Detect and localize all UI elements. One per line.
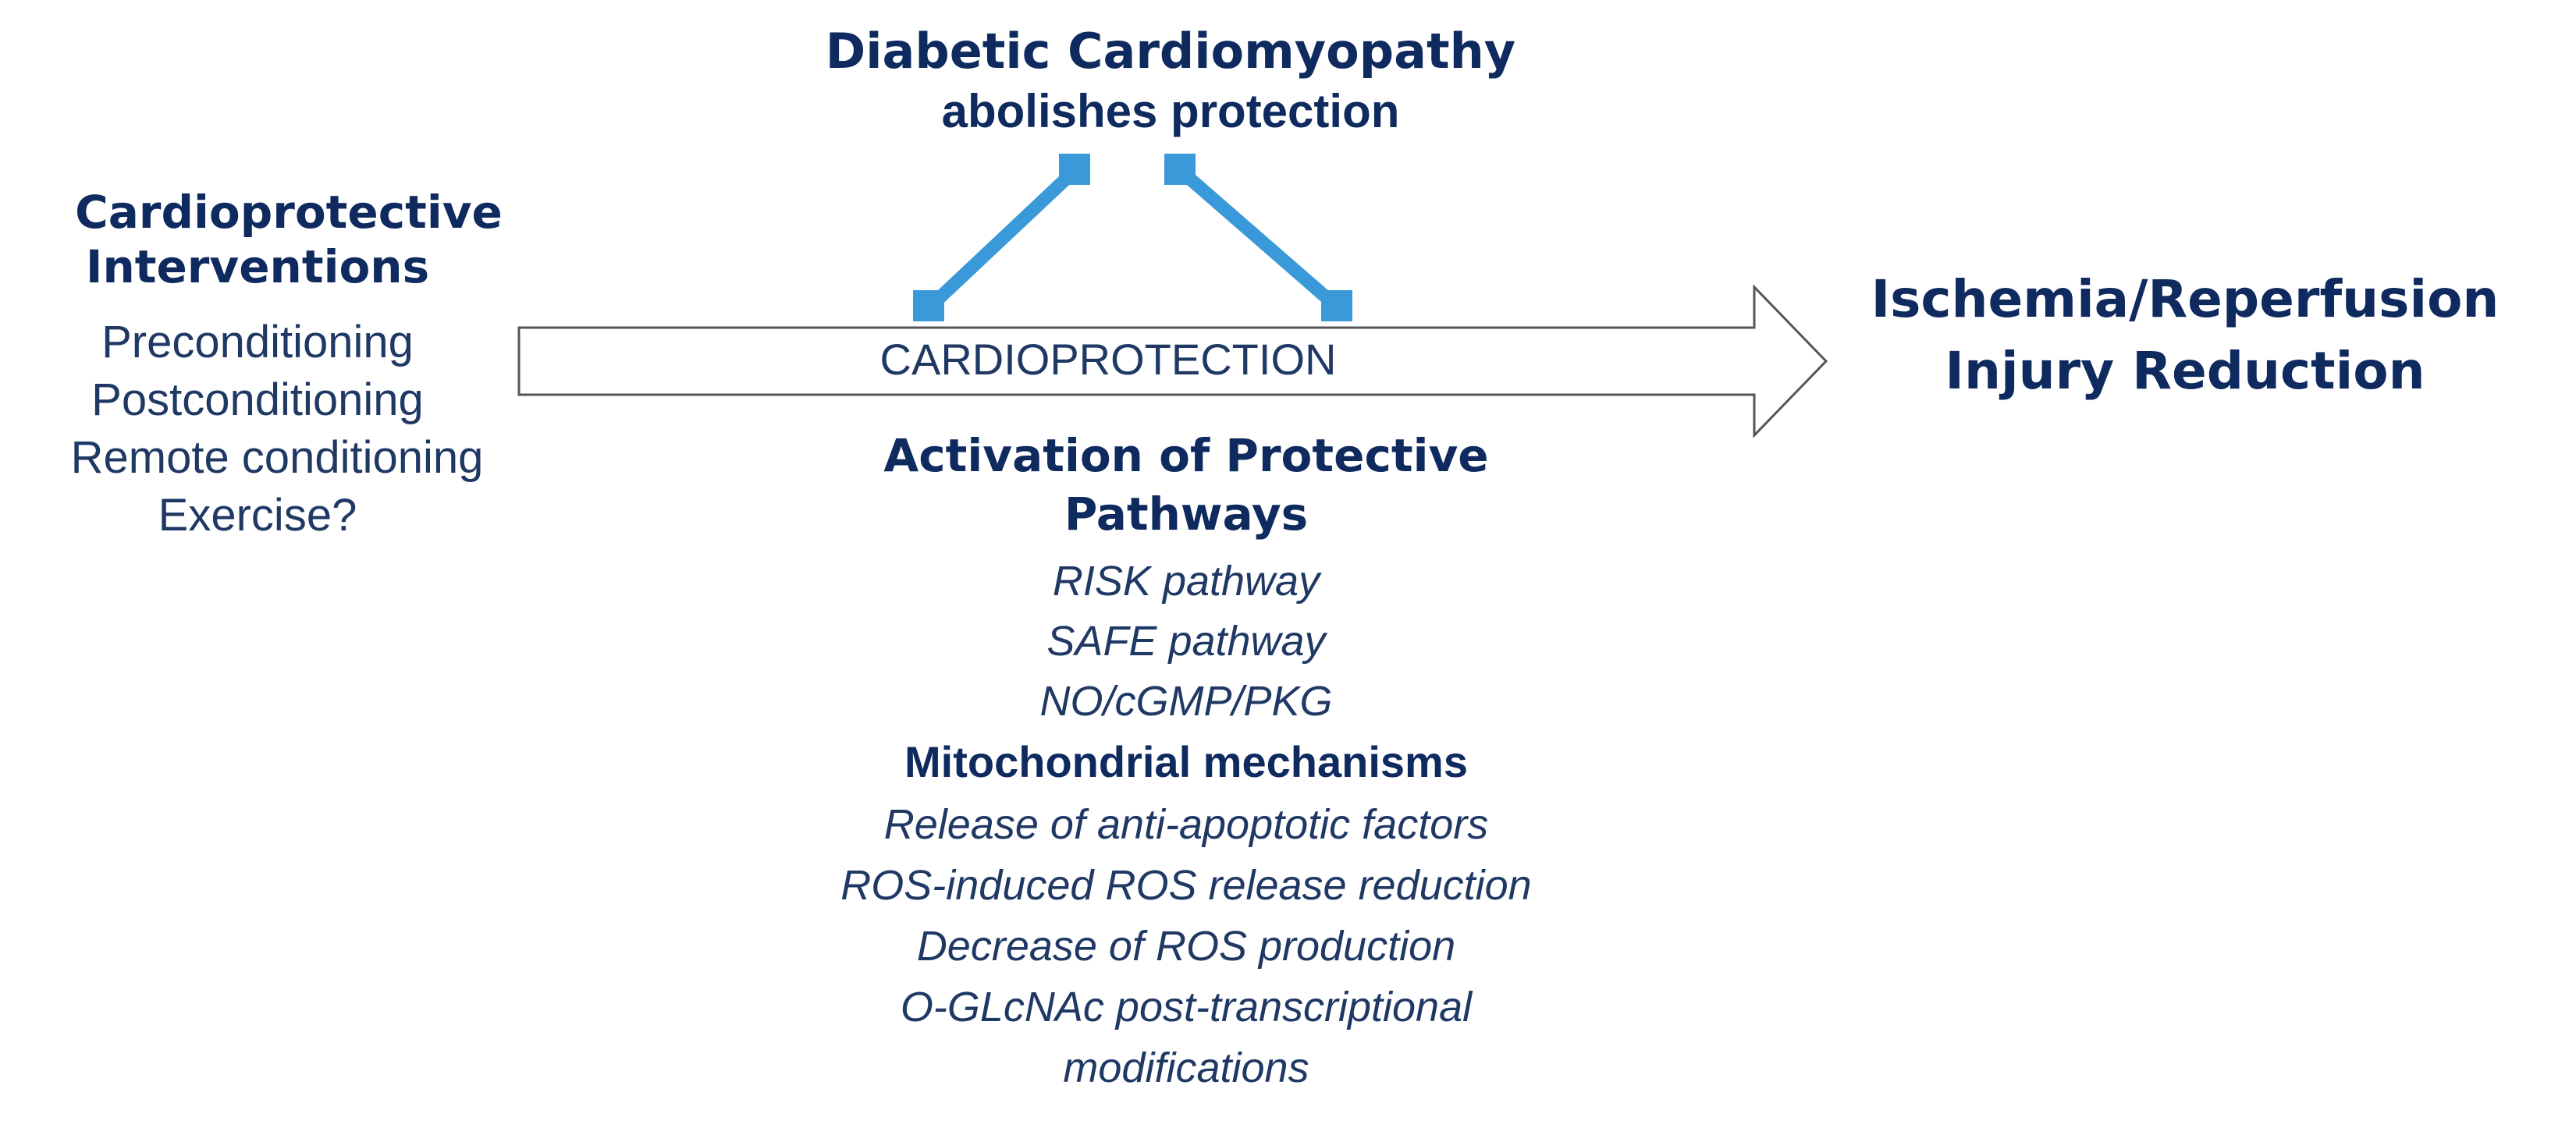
pathways-title-line1: Activation of Protective xyxy=(883,429,1489,482)
mitochondrial-item: Release of anti-apoptotic factors xyxy=(883,801,1489,848)
pathways-title-line2: Pathways xyxy=(1064,488,1309,541)
pathway-item: SAFE pathway xyxy=(1046,618,1326,665)
top-title: Diabetic Cardiomyopathy xyxy=(825,23,1516,80)
outcome-line2: Injury Reduction xyxy=(1945,341,2425,401)
left-item: Remote conditioning xyxy=(70,432,484,483)
top-subtitle: abolishes protection xyxy=(941,85,1400,137)
mitochondrial-item: modifications xyxy=(1063,1045,1309,1091)
left-item: Preconditioning xyxy=(101,317,414,367)
left-title-line2: Interventions xyxy=(85,240,430,293)
left-item: Postconditioning xyxy=(91,374,424,425)
outcome-line1: Ischemia/Reperfusion xyxy=(1871,269,2500,329)
inhibition-connector-right xyxy=(1164,154,1352,321)
inhibition-connector-left xyxy=(913,154,1090,321)
pathway-item: RISK pathway xyxy=(1052,558,1320,605)
arrow-label: CARDIOPROTECTION xyxy=(879,335,1337,384)
left-title-line1: Cardioprotective xyxy=(75,186,503,239)
mitochondrial-item: ROS-induced ROS release reduction xyxy=(840,862,1532,909)
left-item: Exercise? xyxy=(158,490,357,541)
pathway-item: NO/cGMP/PKG xyxy=(1039,678,1333,725)
mitochondrial-title: Mitochondrial mechanisms xyxy=(904,737,1468,786)
cardioprotection-arrow xyxy=(517,284,1828,438)
mitochondrial-item: O-GLcNAc post-transcriptional xyxy=(900,984,1473,1030)
mitochondrial-item: Decrease of ROS production xyxy=(916,923,1456,970)
